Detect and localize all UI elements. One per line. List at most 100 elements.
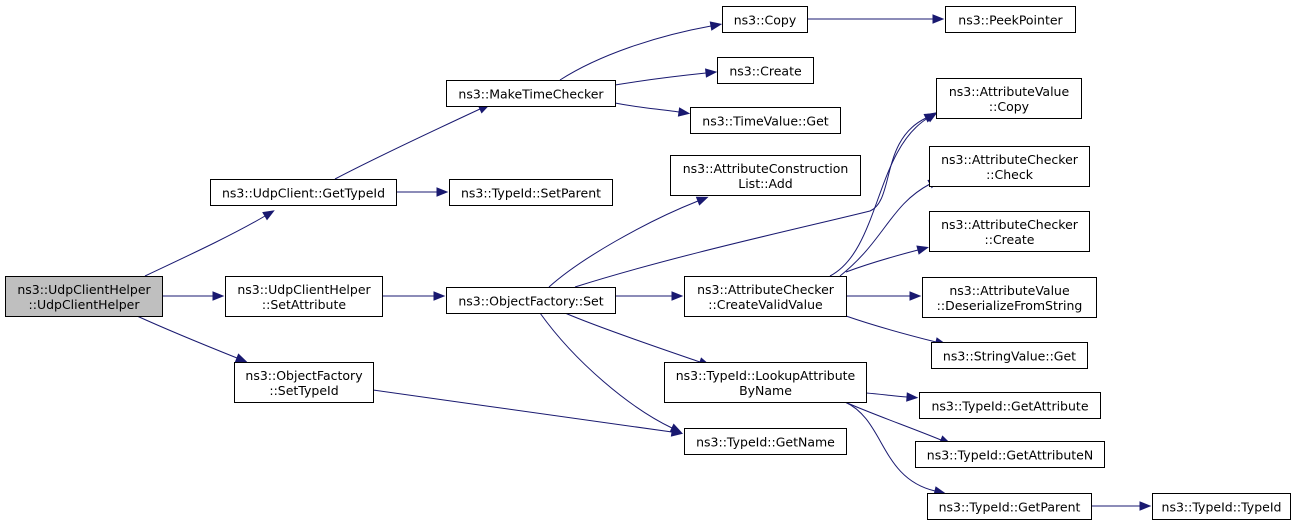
- node-avCopy[interactable]: ns3::AttributeValue::Copy: [936, 78, 1082, 119]
- node-box: [234, 362, 374, 403]
- node-helperSetAttr[interactable]: ns3::UdpClientHelper::SetAttribute: [225, 276, 383, 317]
- node-tidGetName[interactable]: ns3::TypeId::GetName: [684, 428, 847, 455]
- node-box: [936, 78, 1082, 119]
- node-label: ns3::PeekPointer: [958, 13, 1063, 28]
- node-label: ns3::TypeId::GetAttributeN: [927, 448, 1093, 463]
- edge-ofSetTypeId-to-tidGetName: [372, 389, 684, 437]
- edge-makeTimeChecker-to-timeValueGet: [614, 102, 691, 117]
- node-ofSet[interactable]: ns3::ObjectFactory::Set: [446, 287, 616, 314]
- node-label: ns3::UdpClientHelper: [17, 282, 151, 297]
- node-label: ns3::TypeId::GetName: [696, 435, 835, 450]
- edge-tidGetParent-to-tidTypeId: [1091, 501, 1152, 511]
- edge-ofSet-to-avCopy: [574, 113, 937, 288]
- edge-makeTimeChecker-to-create: [614, 68, 718, 86]
- node-peekPointer[interactable]: ns3::PeekPointer: [945, 6, 1076, 33]
- edge-copy-to-peekPointer: [807, 14, 945, 24]
- node-box: [684, 428, 847, 455]
- edge-getTypeId-to-tidSetParent: [396, 187, 449, 197]
- node-root[interactable]: ns3::UdpClientHelper::UdpClientHelper: [5, 276, 163, 317]
- node-label: ns3::TypeId::LookupAttribute: [676, 368, 856, 383]
- edge-lookupAttr-to-tidGetParent: [844, 401, 947, 496]
- node-box: [449, 179, 613, 206]
- edge-createValidValue-to-acCreate: [845, 245, 929, 273]
- node-avDeserialize[interactable]: ns3::AttributeValue::DeserializeFromStri…: [922, 277, 1097, 318]
- node-label: ns3::AttributeValue: [949, 283, 1070, 298]
- node-box: [664, 362, 867, 403]
- function-nodes: ns3::UdpClientHelper::UdpClientHelperns3…: [5, 6, 1291, 520]
- node-label: ns3::ObjectFactory::Set: [458, 294, 603, 309]
- node-label: ns3::AttributeChecker: [941, 152, 1079, 167]
- node-box: [690, 107, 841, 134]
- node-box: [1152, 493, 1291, 520]
- edge-ofSet-to-lookupAttr: [564, 312, 711, 367]
- node-label: ns3::ObjectFactory: [245, 368, 363, 383]
- node-tidGetParent[interactable]: ns3::TypeId::GetParent: [927, 493, 1092, 520]
- node-label: ::SetTypeId: [269, 383, 338, 398]
- node-stringValueGet[interactable]: ns3::StringValue::Get: [931, 342, 1088, 369]
- node-copy[interactable]: ns3::Copy: [722, 6, 808, 33]
- node-makeTimeChecker[interactable]: ns3::MakeTimeChecker: [446, 80, 616, 107]
- node-box: [722, 6, 808, 33]
- node-box: [927, 493, 1092, 520]
- node-label: ns3::Copy: [734, 13, 797, 28]
- node-label: ns3::MakeTimeChecker: [458, 87, 604, 102]
- node-box: [446, 287, 616, 314]
- edge-root-to-helperSetAttr: [162, 291, 225, 301]
- node-label: ns3::StringValue::Get: [943, 349, 1076, 364]
- node-acCreate[interactable]: ns3::AttributeChecker::Create: [929, 211, 1090, 252]
- node-label: ns3::Create: [729, 64, 802, 79]
- node-label: ns3::TypeId::SetParent: [461, 186, 601, 201]
- node-tidTypeId[interactable]: ns3::TypeId::TypeId: [1152, 493, 1291, 520]
- node-label: ns3::TypeId::TypeId: [1162, 500, 1282, 515]
- edge-root-to-ofSetTypeId: [136, 315, 248, 363]
- node-box: [919, 392, 1101, 419]
- edge-createValidValue-to-stringValueGet: [845, 315, 948, 347]
- node-label: ns3::AttributeValue: [949, 84, 1070, 99]
- node-box: [670, 155, 861, 196]
- edge-createValidValue-to-avDeserialize: [846, 291, 922, 301]
- node-box: [5, 276, 163, 317]
- edge-helperSetAttr-to-ofSet: [382, 291, 446, 301]
- node-label: ByName: [739, 383, 792, 398]
- node-label: ::UdpClientHelper: [29, 297, 141, 312]
- node-acCheck[interactable]: ns3::AttributeChecker::Check: [929, 146, 1090, 187]
- node-box: [945, 6, 1076, 33]
- edge-lookupAttr-to-tidGetAttribute: [865, 392, 919, 402]
- edge-getTypeId-to-makeTimeChecker: [334, 104, 491, 180]
- node-label: ns3::UdpClientHelper: [237, 282, 371, 297]
- node-box: [210, 179, 397, 206]
- edge-ofSet-to-acListAdd: [548, 196, 709, 288]
- node-box: [446, 80, 616, 107]
- node-box: [922, 277, 1097, 318]
- edge-root-to-getTypeId: [144, 210, 275, 277]
- node-box: [915, 441, 1105, 468]
- node-label: ns3::AttributeConstruction: [683, 161, 849, 176]
- node-getTypeId[interactable]: ns3::UdpClient::GetTypeId: [210, 179, 397, 206]
- node-box: [929, 146, 1090, 187]
- node-label: ns3::TypeId::GetAttribute: [931, 399, 1088, 414]
- edge-ofSet-to-createValidValue: [615, 291, 684, 301]
- node-label: ns3::TypeId::GetParent: [939, 500, 1081, 515]
- edge-makeTimeChecker-to-copy: [559, 21, 723, 81]
- node-create[interactable]: ns3::Create: [717, 57, 814, 84]
- node-tidGetAttributeN[interactable]: ns3::TypeId::GetAttributeN: [915, 441, 1105, 468]
- node-tidSetParent[interactable]: ns3::TypeId::SetParent: [449, 179, 613, 206]
- node-ofSetTypeId[interactable]: ns3::ObjectFactory::SetTypeId: [234, 362, 374, 403]
- node-label: ns3::TimeValue::Get: [702, 114, 829, 129]
- node-label: List::Add: [738, 176, 792, 191]
- node-label: ::Create: [985, 232, 1035, 247]
- node-box: [931, 342, 1088, 369]
- node-createValidValue[interactable]: ns3::AttributeChecker::CreateValidValue: [684, 276, 847, 317]
- node-label: ns3::UdpClient::GetTypeId: [222, 186, 385, 201]
- node-tidGetAttribute[interactable]: ns3::TypeId::GetAttribute: [919, 392, 1101, 419]
- node-label: ::Check: [986, 167, 1034, 182]
- node-box: [929, 211, 1090, 252]
- node-label: ns3::AttributeChecker: [941, 217, 1079, 232]
- node-timeValueGet[interactable]: ns3::TimeValue::Get: [690, 107, 841, 134]
- node-label: ::SetAttribute: [262, 297, 346, 312]
- node-label: ::Copy: [989, 99, 1030, 114]
- node-label: ::DeserializeFromString: [937, 298, 1083, 313]
